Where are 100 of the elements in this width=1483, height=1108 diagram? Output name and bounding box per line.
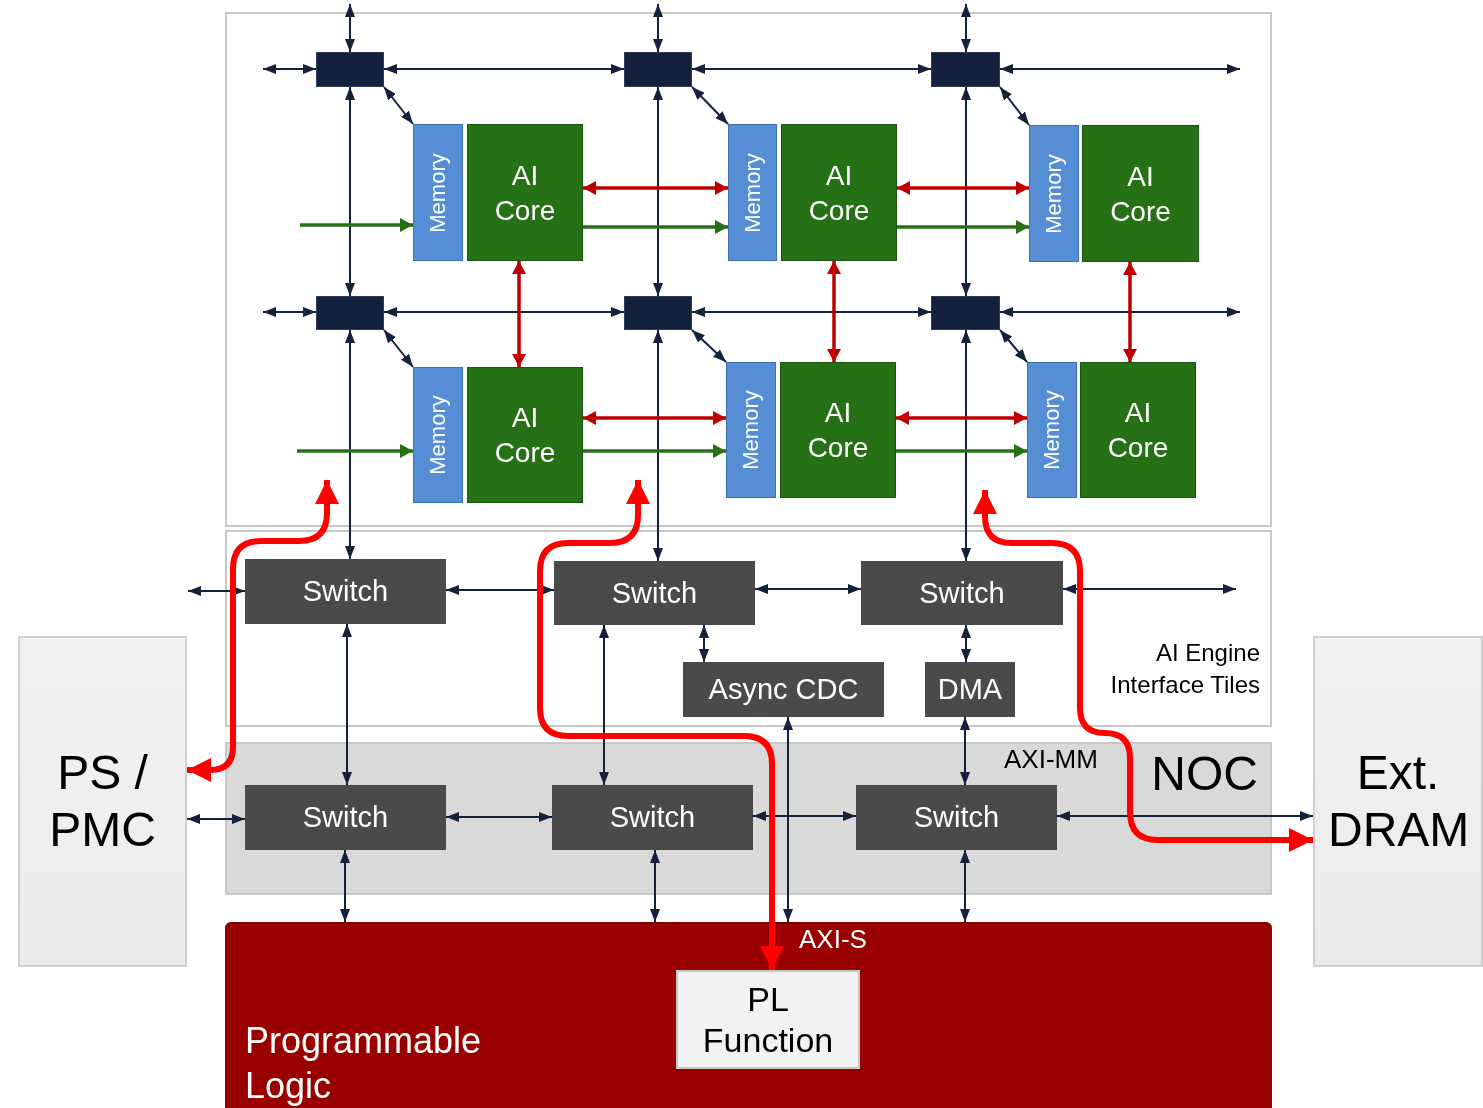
arrow xyxy=(445,585,555,595)
arrow xyxy=(999,64,1241,74)
arrow xyxy=(754,584,862,594)
memory-label: Memory xyxy=(425,152,451,233)
memory-block xyxy=(1029,125,1079,262)
arrow xyxy=(897,181,1029,195)
arrow xyxy=(300,218,413,232)
arrow xyxy=(699,624,709,663)
arrow xyxy=(342,623,352,786)
arrow xyxy=(262,307,317,317)
arrow xyxy=(650,849,660,923)
arrow xyxy=(999,86,1030,126)
block-label: Switch xyxy=(919,576,1005,610)
arrow xyxy=(653,86,663,297)
arrow xyxy=(960,849,970,923)
stream-switch-block xyxy=(316,296,384,330)
arrow xyxy=(345,3,355,53)
core-label: AI Core xyxy=(1109,159,1172,229)
arrow xyxy=(345,329,355,560)
ai-core-block xyxy=(467,367,583,503)
arrow xyxy=(187,480,339,782)
ai-core-block xyxy=(781,124,897,261)
memory-block xyxy=(726,362,776,498)
interface-label: AXI-S xyxy=(799,924,867,955)
arrow xyxy=(653,329,663,562)
arrow xyxy=(960,716,970,786)
arrow xyxy=(999,307,1241,317)
band-title: NOC xyxy=(1151,746,1258,801)
arrow xyxy=(186,814,246,824)
interface-label: AXI-MM xyxy=(1004,744,1098,775)
pl-function-block xyxy=(676,970,860,1069)
arrow xyxy=(599,624,609,786)
block-label: Switch xyxy=(302,575,389,608)
arrow xyxy=(583,181,728,195)
memory-block xyxy=(1027,362,1077,498)
memory-label: Memory xyxy=(738,390,764,470)
memory-label: Memory xyxy=(1041,153,1067,234)
switch-block xyxy=(245,785,446,850)
panel-title: AI Engine Interface Tiles xyxy=(1109,638,1260,701)
interface-tiles-panel xyxy=(225,530,1272,727)
arrow xyxy=(827,261,841,362)
switch-block xyxy=(552,785,753,850)
block-label: Switch xyxy=(611,576,698,610)
block-label: Switch xyxy=(609,801,696,834)
arrow xyxy=(1062,584,1237,594)
arrow xyxy=(383,329,414,368)
switch-block xyxy=(861,561,1063,625)
switch-block xyxy=(856,785,1057,850)
arrow xyxy=(691,64,932,74)
arrow xyxy=(537,480,784,970)
programmable-logic-region xyxy=(225,922,1272,1108)
noc-band xyxy=(225,742,1272,895)
switch-block xyxy=(925,662,1015,717)
switch-block xyxy=(683,662,884,717)
arrow xyxy=(383,64,625,74)
arrow xyxy=(383,86,414,125)
arrow xyxy=(999,329,1028,363)
arrow xyxy=(973,490,1313,852)
memory-block xyxy=(413,124,463,261)
arrow xyxy=(896,411,1027,425)
arrow xyxy=(961,624,971,663)
core-label: AI Core xyxy=(1106,396,1170,465)
arrow xyxy=(961,329,971,562)
arrow xyxy=(691,86,729,125)
block-label: Switch xyxy=(302,801,389,834)
arrow xyxy=(187,586,246,596)
tile-array-panel xyxy=(225,12,1272,527)
memory-label: Memory xyxy=(739,152,766,233)
block-label: Async CDC xyxy=(708,673,859,706)
arrow xyxy=(583,411,726,425)
arrow xyxy=(345,86,355,297)
block-label: DMA xyxy=(937,673,1003,706)
arrow xyxy=(383,307,625,317)
switch-block xyxy=(245,559,446,624)
arrow xyxy=(691,307,932,317)
ai-core-block xyxy=(780,362,896,498)
side-block xyxy=(18,636,187,967)
block-label: Switch xyxy=(913,801,1000,834)
stream-switch-block xyxy=(931,296,1000,330)
arrow xyxy=(445,812,553,822)
arrow xyxy=(583,220,728,234)
ai-core-block xyxy=(467,124,583,261)
block-label: PL Function xyxy=(701,978,835,1061)
switch-block xyxy=(554,561,755,625)
core-label: AI Core xyxy=(493,158,557,228)
region-label: Programmable Logic xyxy=(245,1019,483,1108)
memory-label: Memory xyxy=(425,395,451,475)
block-label: PS / PMC xyxy=(48,744,157,858)
stream-switch-block xyxy=(316,52,384,87)
ai-core-block xyxy=(1080,362,1196,498)
arrow xyxy=(512,261,526,367)
memory-label: Memory xyxy=(1039,390,1065,470)
arrow xyxy=(1123,262,1137,362)
arrow xyxy=(752,811,857,821)
arrow xyxy=(340,849,350,923)
arrow xyxy=(961,86,971,297)
side-block xyxy=(1313,636,1483,967)
arrow xyxy=(1056,811,1314,821)
arrow xyxy=(262,64,317,74)
arrow xyxy=(783,716,793,923)
